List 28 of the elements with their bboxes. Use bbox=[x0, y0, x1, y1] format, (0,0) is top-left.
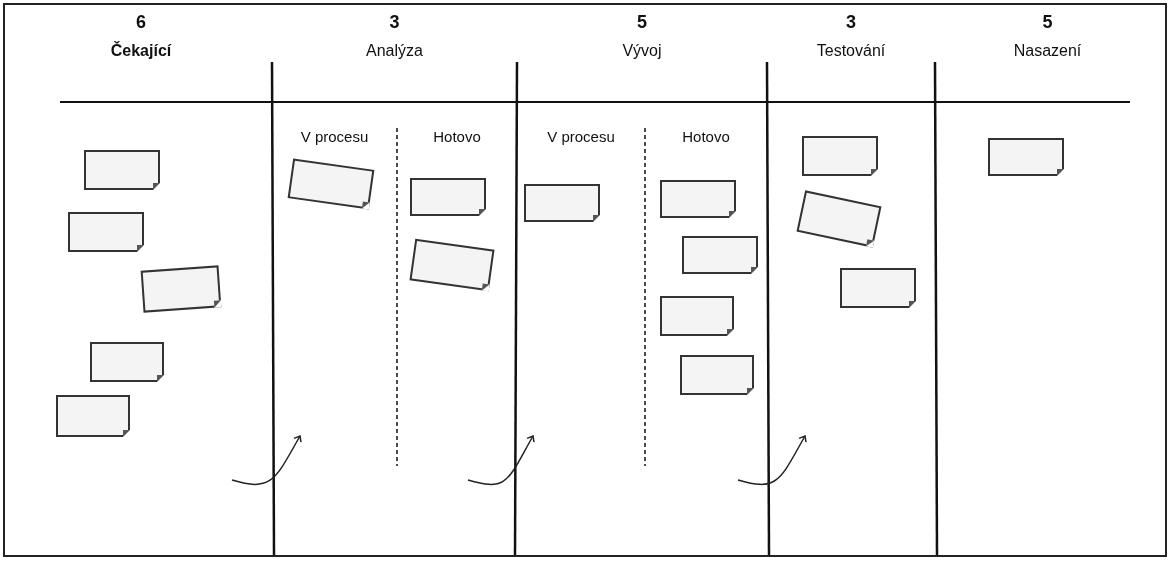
sticky-note bbox=[660, 296, 734, 336]
wip-limit: 3 bbox=[845, 12, 857, 33]
sticky-note bbox=[140, 265, 222, 313]
column-title: Analýza bbox=[365, 42, 424, 60]
column-title: Nasazení bbox=[1012, 42, 1083, 60]
sticky-note bbox=[660, 180, 736, 218]
wip-limit: 5 bbox=[636, 12, 648, 33]
subcolumn-title: V procesu bbox=[546, 128, 616, 145]
sticky-note bbox=[988, 138, 1064, 176]
subcolumn-title: Hotovo bbox=[681, 128, 731, 145]
sticky-note bbox=[840, 268, 916, 308]
subcolumn-title: V procesu bbox=[299, 128, 370, 145]
sticky-note bbox=[524, 184, 600, 222]
sticky-note bbox=[84, 150, 160, 190]
wip-limit: 3 bbox=[388, 12, 401, 33]
wip-limit: 6 bbox=[135, 12, 147, 33]
column-title: Čekající bbox=[109, 42, 173, 60]
sticky-note bbox=[680, 355, 754, 395]
column-title: Testování bbox=[815, 42, 887, 60]
column-title: Vývoj bbox=[621, 42, 663, 60]
wip-limit: 5 bbox=[1041, 12, 1054, 33]
sticky-note bbox=[68, 212, 144, 252]
sticky-note bbox=[56, 395, 130, 437]
sticky-note bbox=[682, 236, 758, 274]
sticky-note bbox=[90, 342, 164, 382]
subcolumn-title: Hotovo bbox=[432, 128, 482, 145]
sticky-note bbox=[410, 178, 486, 216]
sticky-note bbox=[802, 136, 878, 176]
